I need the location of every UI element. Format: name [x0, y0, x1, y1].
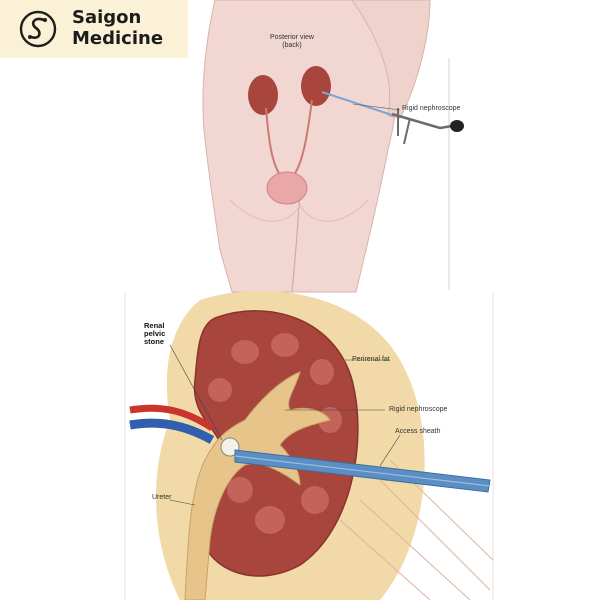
- muscle-fibres: [339, 459, 494, 600]
- brand-logo: Saigon Medicine: [0, 0, 188, 58]
- renal-artery: [129, 404, 214, 431]
- pyramid-7: [227, 477, 253, 503]
- top-nephroscope-body: [391, 112, 453, 130]
- ureter-leader: [169, 499, 196, 506]
- posterior-view-title: Posterior view (back): [262, 34, 322, 50]
- pyramid-6: [255, 506, 285, 534]
- view-title-line1: Posterior view: [270, 34, 314, 41]
- view-title-line2: (back): [282, 42, 302, 49]
- top-nephroscope-port-2: [403, 117, 411, 145]
- renal-vein: [129, 418, 215, 444]
- bottom-instrument-label: Rigid nephroscope: [389, 406, 448, 413]
- buttock-contour: [229, 199, 369, 222]
- arm: [351, 0, 431, 119]
- stone-label: Renal pelvic stone: [144, 322, 165, 346]
- left-kidney: [248, 75, 278, 115]
- stethoscope-s-icon: [19, 10, 57, 48]
- brand-line-2: Medicine: [72, 28, 164, 49]
- brand-name: Saigon Medicine: [72, 7, 163, 49]
- pyramid-5: [301, 486, 329, 514]
- ureter-label: Ureter: [152, 494, 172, 501]
- left-ureter: [265, 107, 281, 176]
- nephroscope-shaft: [234, 455, 491, 487]
- pyramid-1: [231, 340, 259, 364]
- top-instrument-leader: [352, 103, 401, 111]
- right-ureter: [293, 99, 313, 176]
- stone-label-line2: pelvic: [144, 329, 166, 338]
- sheath-label: Access sheath: [395, 428, 441, 435]
- right-kidney: [301, 66, 331, 106]
- stone-label-line1: Renal: [144, 321, 165, 330]
- sheath-leader: [379, 434, 401, 467]
- top-nephroscope-eyepiece: [450, 120, 464, 132]
- pyramid-8: [208, 378, 232, 402]
- pyramid-2: [271, 333, 299, 357]
- stone-label-line3: stone: [144, 337, 165, 346]
- top-nephroscope-shaft: [321, 91, 396, 117]
- stone-leader: [169, 344, 223, 441]
- fat-label: Perirenal fat: [352, 356, 390, 363]
- bladder: [266, 171, 308, 205]
- brand-line-1: Saigon: [72, 7, 142, 28]
- top-instrument-label: Rigid nephroscope: [402, 105, 461, 112]
- pyramid-3: [310, 359, 334, 385]
